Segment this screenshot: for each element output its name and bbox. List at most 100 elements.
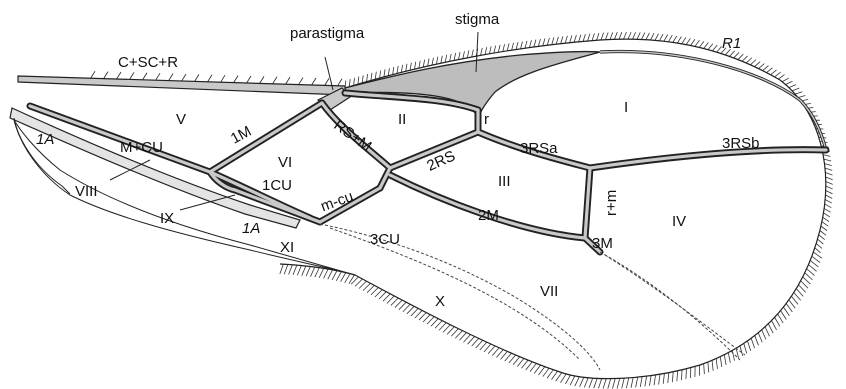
fringe-hair <box>534 365 540 373</box>
fringe-hair <box>781 311 787 320</box>
fringe-hair <box>289 265 293 275</box>
fringe-hair <box>363 283 370 290</box>
fringe-hair <box>597 33 599 40</box>
fringe-hair <box>419 313 426 321</box>
cell-label-IV: IV <box>672 213 686 230</box>
fringe-hair <box>805 273 813 280</box>
fringe-hair <box>747 341 750 351</box>
fringe-hair <box>614 32 617 39</box>
fringe-hair <box>534 40 536 47</box>
fringe-hair <box>605 33 608 40</box>
fringe-hair <box>407 306 414 314</box>
fringe-hair <box>310 267 314 277</box>
label-m-cu: M+CU <box>120 139 163 156</box>
fringe-hair <box>819 235 825 240</box>
fringe-hair <box>826 190 833 193</box>
fringe-hair <box>349 275 355 284</box>
fringe-hair <box>763 66 769 71</box>
fringe-hair <box>594 378 597 388</box>
fringe-hair <box>521 41 523 48</box>
fringe-hair <box>813 252 821 258</box>
fringe-hair <box>393 67 394 75</box>
fringe-hair <box>574 35 576 42</box>
cell-label-X: X <box>435 293 445 310</box>
fringe-hair <box>367 285 374 292</box>
fringe-hair <box>823 155 830 157</box>
cell-label-IX: IX <box>160 210 174 227</box>
fringe-hair <box>818 239 824 244</box>
fringe-hair <box>716 359 717 369</box>
fringe-hair <box>724 355 726 365</box>
fringe-hair <box>825 168 832 170</box>
fringe-hair <box>825 173 832 176</box>
fringe-hair <box>441 56 442 63</box>
cell-label-V: V <box>176 111 186 128</box>
fringe-hair <box>375 290 382 297</box>
fringe-hair <box>734 52 739 57</box>
fringe-hair <box>795 92 802 94</box>
fringe-hair <box>681 370 682 380</box>
fringe-hair <box>792 88 799 91</box>
fringe-hair <box>580 377 584 387</box>
fringe-hair <box>767 68 773 73</box>
fringe-hair <box>395 300 402 307</box>
label-rs-m: RS+M <box>331 117 375 155</box>
fringe-hair <box>825 204 832 208</box>
fringe-hair <box>552 37 554 44</box>
fringe-hair <box>315 268 319 277</box>
fringe-hair <box>641 33 644 40</box>
fringe-hair <box>720 357 722 367</box>
fringe-hair <box>509 355 516 363</box>
label-1a-base: 1A <box>36 131 54 148</box>
fringe-hair <box>439 323 446 331</box>
fringe-hair <box>492 348 499 356</box>
fringe-hair <box>556 37 558 44</box>
fringe-hair <box>379 292 386 299</box>
fringe-hair <box>789 85 796 88</box>
fringe-hair <box>302 266 306 276</box>
fringe-hair <box>498 45 500 52</box>
fringe-hair <box>789 300 795 308</box>
fringe-hair <box>608 379 611 389</box>
fringe-hair <box>622 378 624 388</box>
fringe-hair <box>543 368 549 376</box>
label-r-m: r+m <box>603 190 620 216</box>
fringe-hair <box>354 78 355 86</box>
fringe-hair <box>513 357 520 365</box>
fringe-hair <box>517 358 524 366</box>
fringe-hair <box>744 343 747 353</box>
fringe-hair <box>505 353 512 361</box>
fringe-hair <box>610 32 613 39</box>
fringe-hair <box>826 177 833 180</box>
fringe-hair <box>358 77 359 85</box>
fringe-hair <box>623 32 626 39</box>
fringe-hair <box>791 296 798 304</box>
fringe-hair <box>810 260 818 267</box>
fringe-hair <box>284 264 288 274</box>
fringe-hair <box>782 78 789 82</box>
fringe-hair <box>708 362 709 372</box>
fringe-hair <box>803 277 811 284</box>
fringe-hair <box>583 34 585 41</box>
label-1cu: 1CU <box>262 177 292 194</box>
fringe-hair <box>708 44 713 50</box>
fringe-hair <box>758 333 762 343</box>
fringe-hair <box>820 231 826 236</box>
fringe-hair <box>539 367 545 375</box>
fringe-hair <box>778 75 784 80</box>
fringe-hair <box>403 304 410 311</box>
fringe-hair <box>640 377 642 387</box>
fringe-hair <box>445 55 446 62</box>
fringe-hair <box>786 81 793 84</box>
fringe-hair <box>750 60 756 65</box>
fringe-hair <box>821 226 827 230</box>
fringe-hair <box>677 37 681 43</box>
fringe-hair <box>401 65 402 73</box>
fringe-hair <box>754 62 760 67</box>
fringe-hair <box>543 38 545 45</box>
cell-label-XI: XI <box>280 239 294 256</box>
fringe-hair <box>825 195 832 198</box>
fringe-hair <box>755 336 759 346</box>
fringe-hair <box>826 181 833 184</box>
anal-lobe <box>14 120 355 275</box>
